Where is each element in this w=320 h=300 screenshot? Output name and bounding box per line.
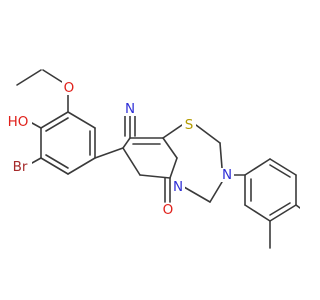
molecule-diagram: N S N N HO O O Br	[4, 69, 300, 249]
ether-oxygen-label: O	[64, 80, 75, 96]
bond-lines	[16, 69, 300, 249]
bromine-label: Br	[13, 159, 28, 175]
carbonyl-oxygen-label: O	[163, 202, 174, 218]
bond	[209, 181, 223, 203]
bond	[269, 164, 291, 178]
bond	[45, 117, 69, 132]
bond	[45, 154, 69, 169]
bond	[183, 186, 211, 203]
bond	[40, 111, 69, 129]
bond	[269, 158, 297, 176]
bond	[295, 204, 300, 209]
bond	[122, 147, 141, 176]
cyano-nitrogen-label: N	[125, 101, 135, 117]
bond	[244, 204, 271, 222]
bond	[31, 122, 42, 129]
bond	[16, 69, 42, 86]
bond	[67, 111, 96, 129]
bond	[94, 147, 124, 159]
sulfur-label: S	[185, 117, 194, 133]
ring-nitrogen-label: N	[173, 179, 183, 195]
bond	[269, 202, 291, 216]
hydroxyl-label: HO	[8, 114, 29, 130]
bond	[169, 157, 178, 179]
bond	[67, 157, 96, 175]
bond	[162, 137, 178, 159]
bond	[195, 124, 221, 144]
bond	[42, 69, 63, 83]
atom-labels: N S N N HO O O Br	[4, 80, 234, 218]
bond	[31, 157, 42, 164]
bond	[162, 124, 183, 139]
bond	[40, 157, 69, 175]
bond	[219, 142, 223, 169]
ring-nitrogen-label: N	[222, 167, 232, 183]
bond	[269, 204, 297, 222]
bond	[122, 137, 131, 149]
bond	[244, 158, 271, 176]
